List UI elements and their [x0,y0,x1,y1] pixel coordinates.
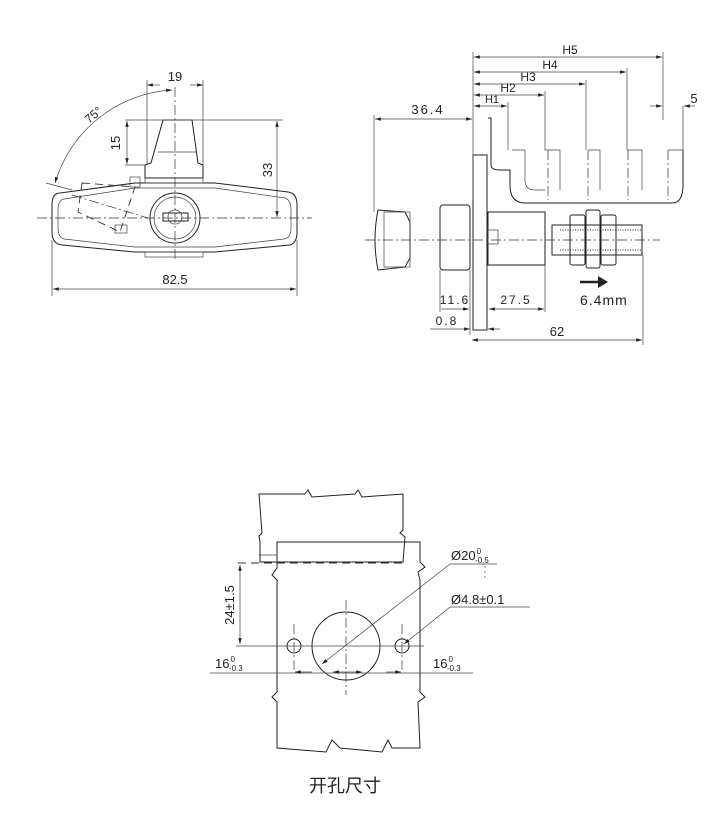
side-view: H5 H4 H3 H2 H1 5 36.4 11.6 27.5 0.8 62 6… [365,43,698,345]
mounting-plate [472,154,488,331]
travel-distance: 6.4mm [580,292,628,308]
label-h1: H1 [485,94,499,106]
dim-36-4: 36.4 [411,102,444,117]
cutout-caption: 开孔尺寸 [309,776,381,796]
dim-11-6: 11.6 [440,293,470,307]
rotated-handle-outline [77,182,136,233]
dim-spacing-left: 160-0.3 [215,655,243,673]
cam-arm [488,117,684,204]
cutout-view: 24±1.5 160-0.3 160-0.3 Ø200-0.5 Ø4.8±0.1… [210,489,530,796]
dim-total-62: 62 [550,324,564,339]
dim-0-8: 0.8 [436,314,459,328]
handle-body [51,182,298,253]
label-h2: H2 [500,81,516,95]
dim-width: 82.5 [162,272,187,287]
knob [144,119,204,179]
travel-arrow-icon [580,276,608,288]
dim-knob-height: 15 [108,136,123,150]
bezel [439,204,471,271]
dim-height: 33 [260,163,275,177]
front-view: 19 15 33 82.5 75° [37,69,312,296]
label-h5: H5 [562,43,578,57]
dim-spacing-right: 160-0.3 [433,655,461,673]
dim-rotation-angle: 75° [82,104,105,127]
dim-pin-hole: Ø4.8±0.1 [451,592,504,607]
label-h4: H4 [542,58,558,72]
dim-main-hole: Ø200-0.5 [451,547,489,565]
dim-knob-width: 19 [168,69,182,84]
dim-vertical-offset: 24±1.5 [222,585,237,625]
label-h3: H3 [520,70,536,84]
lock-body [487,211,546,266]
dim-offset-5: 5 [690,91,697,106]
dim-27-5: 27.5 [500,293,531,307]
